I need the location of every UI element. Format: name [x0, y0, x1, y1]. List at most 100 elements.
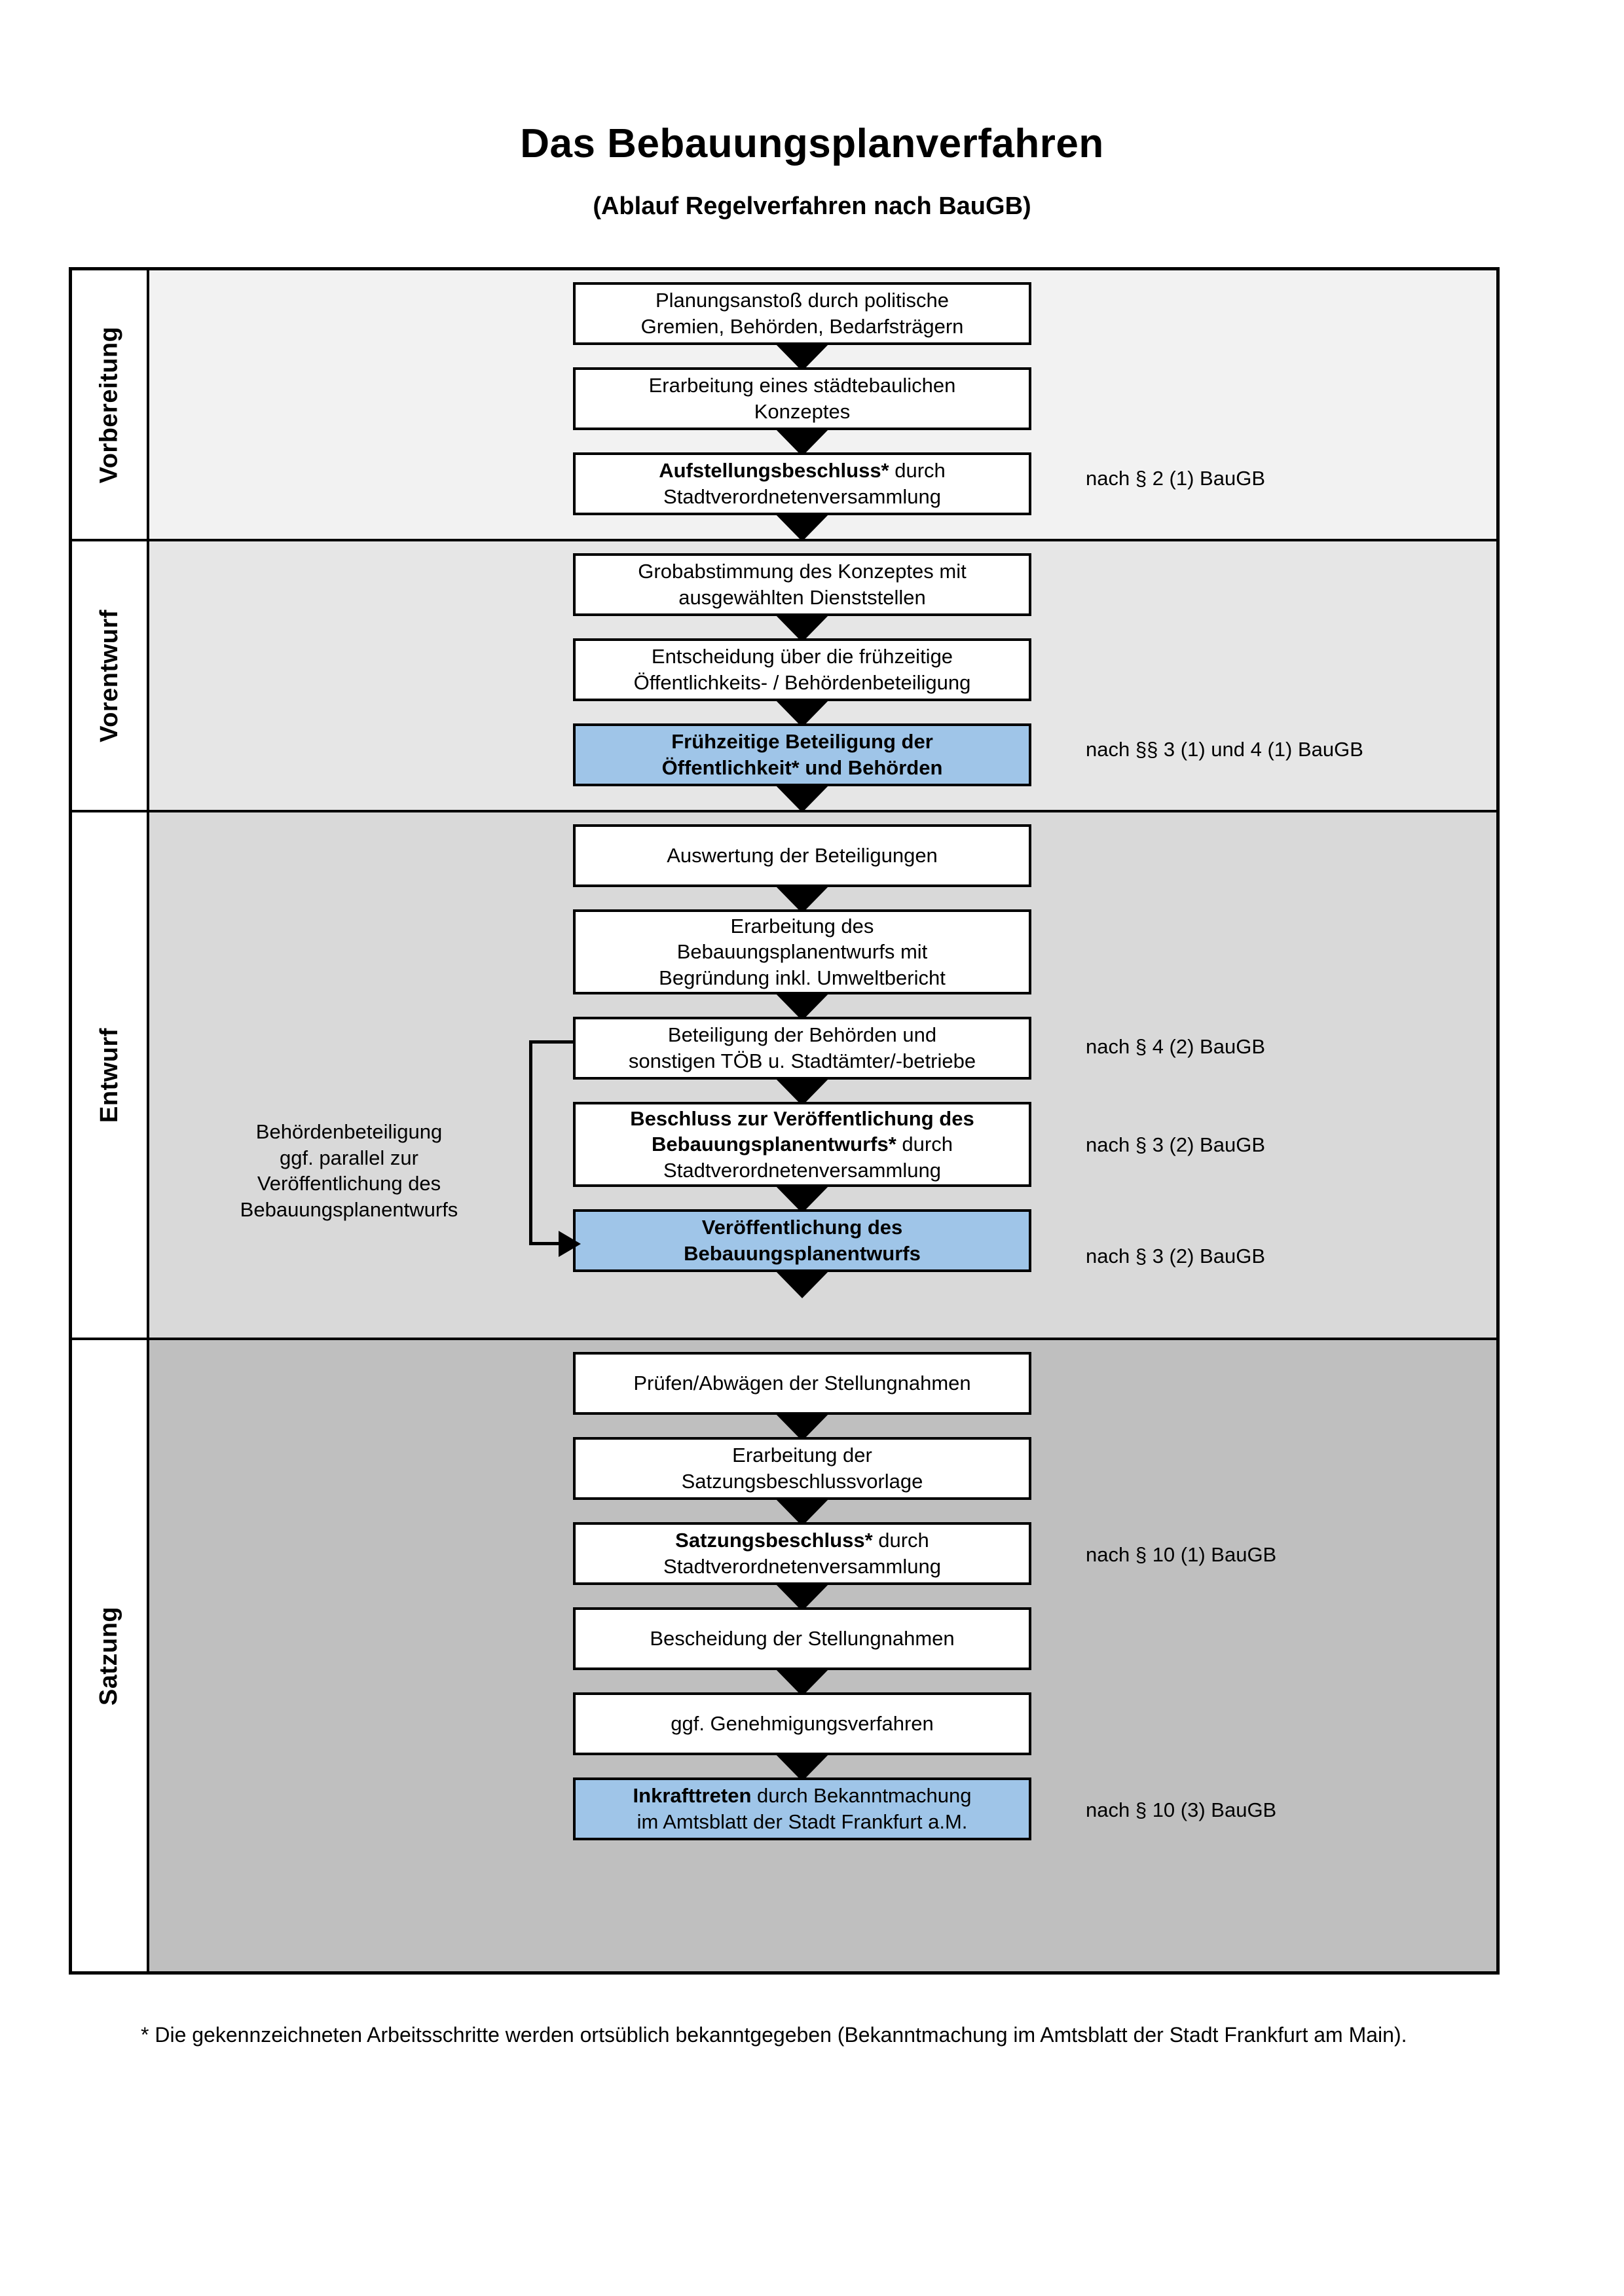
- step-line-2: Stadtverordnetenversammlung: [663, 485, 941, 508]
- step-box-beschluss-veroeffentlichung[interactable]: Beschluss zur Veröffentlichung des Bebau…: [573, 1102, 1031, 1187]
- flow-arrow-down-icon: [774, 1412, 830, 1441]
- phase-row-satzung: Satzung Prüfen/Abwägen der Stellungnahme…: [72, 1340, 1496, 1971]
- note-line-3: Veröffentlichung des: [257, 1172, 441, 1195]
- step-line-2: Konzeptes: [754, 400, 851, 423]
- phase-body-vorentwurf: Grobabstimmung des Konzeptes mit ausgewä…: [149, 541, 1496, 812]
- phase-label-vorbereitung: Vorbereitung: [72, 270, 149, 539]
- legal-reference-paragraph-10-1: nach § 10 (1) BauGB: [1086, 1543, 1277, 1566]
- step-box-staedtebauliches-konzept[interactable]: Erarbeitung eines städtebaulichen Konzep…: [573, 367, 1031, 430]
- step-line-1-rest: durch: [889, 459, 946, 483]
- step-box-satzungsbeschluss[interactable]: Satzungsbeschluss* durch Stadtverordnete…: [573, 1522, 1031, 1585]
- phase-label-satzung: Satzung: [72, 1340, 149, 1971]
- flow-arrow-down-icon: [774, 613, 830, 642]
- phase-body-satzung: Prüfen/Abwägen der Stellungnahmen Erarbe…: [149, 1340, 1496, 1971]
- step-line-2-rest: durch: [896, 1133, 953, 1156]
- parallel-process-note: Behördenbeteiligung ggf. parallel zur Ve…: [195, 1119, 503, 1223]
- flow-arrow-down-icon: [774, 513, 830, 541]
- flow-arrow-down-icon: [774, 1184, 830, 1213]
- legal-reference-paragraph-2-1: nach § 2 (1) BauGB: [1086, 467, 1265, 490]
- step-line-1: Prüfen/Abwägen der Stellungnahmen: [633, 1372, 971, 1395]
- step-line-2: Bebauungsplanentwurfs: [684, 1242, 921, 1265]
- step-line-2: Öffentlichkeits- / Behördenbeteiligung: [633, 671, 971, 694]
- note-line-4: Bebauungsplanentwurfs: [240, 1198, 458, 1222]
- parallel-branch-connector: [529, 1040, 581, 1257]
- step-box-planungsanstoss[interactable]: Planungsanstoß durch politische Gremien,…: [573, 282, 1031, 345]
- step-box-satzungsbeschlussvorlage[interactable]: Erarbeitung der Satzungsbeschlussvorlage: [573, 1437, 1031, 1500]
- phase-label-text: Vorbereitung: [95, 326, 123, 483]
- flow-arrow-down-icon: [774, 1582, 830, 1611]
- step-box-entscheidung-fruehzeitige-beteiligung[interactable]: Entscheidung über die frühzeitige Öffent…: [573, 638, 1031, 701]
- phase-label-text: Vorentwurf: [95, 609, 123, 742]
- legal-reference-paragraph-10-3: nach § 10 (3) BauGB: [1086, 1798, 1277, 1821]
- flow-arrow-down-icon: [774, 1077, 830, 1106]
- note-line-2: ggf. parallel zur: [280, 1146, 418, 1169]
- step-box-beteiligung-behoerden-toeb[interactable]: Beteiligung der Behörden und sonstigen T…: [573, 1017, 1031, 1080]
- step-box-auswertung-beteiligungen[interactable]: Auswertung der Beteiligungen: [573, 824, 1031, 887]
- step-box-veroeffentlichung-bebauungsplanentwurf[interactable]: Veröffentlichung des Bebauungsplanentwur…: [573, 1209, 1031, 1272]
- flow-arrow-down-icon: [774, 342, 830, 371]
- flow-arrow-down-icon: [774, 428, 830, 456]
- step-line-3: Stadtverordnetenversammlung: [663, 1158, 941, 1182]
- step-line-1-bold: Satzungsbeschluss*: [675, 1529, 873, 1552]
- legal-reference-paragraph-3-1-4-1: nach §§ 3 (1) und 4 (1) BauGB: [1086, 738, 1363, 761]
- legal-reference-paragraph-3-2-b: nach § 3 (2) BauGB: [1086, 1245, 1265, 1267]
- step-line-1: Grobabstimmung des Konzeptes mit: [638, 560, 967, 583]
- title-block: Das Bebauungsplanverfahren (Ablauf Regel…: [0, 121, 1624, 221]
- flow-arrow-down-icon: [774, 1497, 830, 1526]
- step-box-aufstellungsbeschluss[interactable]: Aufstellungsbeschluss* durch Stadtverord…: [573, 452, 1031, 515]
- step-line-2-bold: Bebauungsplanentwurfs*: [652, 1133, 896, 1156]
- note-line-1: Behördenbeteiligung: [255, 1120, 443, 1143]
- step-line-2: Bebauungsplanentwurfs mit: [676, 940, 928, 964]
- step-line-2: Stadtverordnetenversammlung: [663, 1555, 941, 1578]
- phase-label-text: Entwurf: [95, 1027, 123, 1123]
- step-line-2: sonstigen TÖB u. Stadtämter/-betriebe: [628, 1049, 976, 1072]
- step-line-1: Erarbeitung der: [732, 1444, 872, 1467]
- step-line-2: Gremien, Behörden, Bedarfsträgern: [640, 315, 964, 338]
- page-subtitle: (Ablauf Regelverfahren nach BauGB): [593, 192, 1031, 221]
- step-line-1: Beschluss zur Veröffentlichung des: [630, 1106, 974, 1130]
- legal-reference-paragraph-3-2-a: nach § 3 (2) BauGB: [1086, 1133, 1265, 1156]
- step-box-pruefen-abwaegen[interactable]: Prüfen/Abwägen der Stellungnahmen: [573, 1352, 1031, 1415]
- step-line-2: Öffentlichkeit* und Behörden: [661, 756, 943, 779]
- step-line-2: ausgewählten Dienststellen: [678, 586, 926, 609]
- connector-segment-vertical: [529, 1040, 532, 1245]
- phase-body-entwurf: Auswertung der Beteiligungen Erarbeitung…: [149, 812, 1496, 1338]
- step-line-1: Frühzeitige Beteiligung der: [671, 730, 933, 754]
- step-box-fruehzeitige-beteiligung[interactable]: Frühzeitige Beteiligung der Öffentlichke…: [573, 723, 1031, 786]
- step-box-erarbeitung-bebauungsplanentwurf[interactable]: Erarbeitung des Bebauungsplanentwurfs mi…: [573, 909, 1031, 994]
- step-line-1-bold: Aufstellungsbeschluss*: [659, 459, 889, 483]
- step-line-1-rest: durch Bekanntmachung: [751, 1784, 972, 1808]
- phase-body-vorbereitung: Planungsanstoß durch politische Gremien,…: [149, 270, 1496, 541]
- phase-label-text: Satzung: [95, 1606, 123, 1705]
- flow-arrow-down-icon: [774, 884, 830, 913]
- step-line-1: Entscheidung über die frühzeitige: [651, 645, 953, 668]
- flow-arrow-down-icon: [774, 784, 830, 812]
- step-box-grobabstimmung[interactable]: Grobabstimmung des Konzeptes mit ausgewä…: [573, 553, 1031, 616]
- step-line-1: Veröffentlichung des: [701, 1216, 903, 1239]
- flow-arrow-down-icon: [774, 1667, 830, 1696]
- phase-row-vorentwurf: Vorentwurf Grobabstimmung des Konzeptes …: [72, 541, 1496, 812]
- legal-reference-paragraph-4-2: nach § 4 (2) BauGB: [1086, 1035, 1265, 1058]
- step-line-1-bold: Inkrafttreten: [633, 1784, 752, 1808]
- step-box-genehmigungsverfahren[interactable]: ggf. Genehmigungsverfahren: [573, 1692, 1031, 1755]
- step-line-1: Bescheidung der Stellungnahmen: [650, 1627, 955, 1650]
- footnote-text: * Die gekennzeichneten Arbeitsschritte w…: [141, 2023, 1407, 2047]
- connector-arrowhead-icon: [559, 1231, 581, 1257]
- step-line-1: Auswertung der Beteiligungen: [667, 844, 938, 867]
- flow-arrow-down-icon: [774, 699, 830, 727]
- step-line-1: ggf. Genehmigungsverfahren: [671, 1712, 934, 1736]
- step-box-inkrafttreten[interactable]: Inkrafttreten durch Bekanntmachung im Am…: [573, 1777, 1031, 1840]
- flow-arrow-down-icon: [774, 1753, 830, 1781]
- step-line-1: Erarbeitung eines städtebaulichen: [648, 374, 956, 397]
- step-line-1: Beteiligung der Behörden und: [667, 1023, 937, 1047]
- step-box-bescheidung-stellungnahmen[interactable]: Bescheidung der Stellungnahmen: [573, 1607, 1031, 1670]
- connector-segment-horizontal-bottom: [529, 1242, 561, 1245]
- flowchart-frame: Vorbereitung Planungsanstoß durch politi…: [69, 267, 1500, 1975]
- step-line-1: Planungsanstoß durch politische: [655, 289, 950, 312]
- connector-segment-horizontal-top: [529, 1040, 575, 1044]
- page-title: Das Bebauungsplanverfahren: [520, 121, 1104, 166]
- phase-row-vorbereitung: Vorbereitung Planungsanstoß durch politi…: [72, 270, 1496, 541]
- phase-label-entwurf: Entwurf: [72, 812, 149, 1338]
- step-line-3: Begründung inkl. Umweltbericht: [659, 966, 946, 989]
- phase-label-vorentwurf: Vorentwurf: [72, 541, 149, 810]
